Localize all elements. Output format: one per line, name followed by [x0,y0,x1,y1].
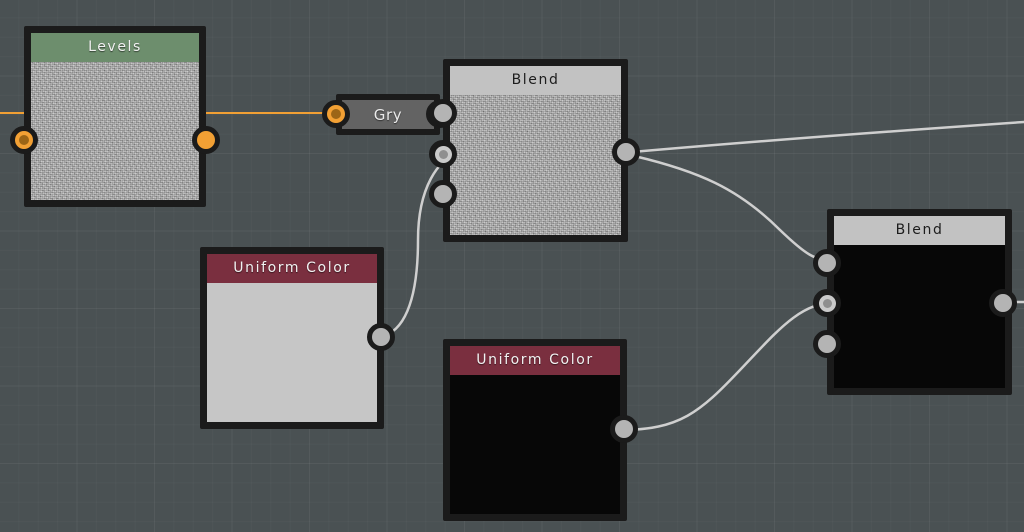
port-levels-output[interactable] [192,126,220,154]
node-uniform-color-2-title[interactable]: Uniform Color [450,346,620,375]
node-blend-2-inner: Blend [834,216,1005,388]
node-uniform-color-1-inner: Uniform Color [207,254,377,422]
wire-blend1-to-offscreen[interactable] [619,120,1024,155]
node-uniform-color-2[interactable]: Uniform Color [443,339,638,521]
node-blend-1-title[interactable]: Blend [450,66,621,95]
node-blend-2[interactable]: Blend [813,209,1017,395]
port-blend2-input-2[interactable] [813,289,841,317]
node-uniform-color-2-preview[interactable] [450,375,620,514]
port-blend2-input-1[interactable] [813,249,841,277]
node-uniform-color-1[interactable]: Uniform Color [200,247,395,429]
node-gry-body: Gry [342,100,434,129]
port-uniform2-output[interactable] [610,415,638,443]
port-blend1-output[interactable] [612,138,640,166]
node-uniform-color-2-inner: Uniform Color [450,346,620,514]
node-blend-1-preview[interactable] [450,95,621,235]
node-levels-preview[interactable] [31,62,199,200]
port-gry-input[interactable] [322,100,350,128]
wire-uniform2-to-blend2[interactable] [618,300,839,432]
port-blend1-input-3[interactable] [429,180,457,208]
port-uniform1-output[interactable] [367,323,395,351]
node-gry-title: Gry [373,105,403,124]
node-blend-2-preview[interactable] [834,245,1005,388]
node-levels[interactable]: Levels [10,26,220,207]
port-blend1-input-2[interactable] [429,140,457,168]
node-gry[interactable]: Gry [322,94,454,135]
node-uniform-color-1-title[interactable]: Uniform Color [207,254,377,283]
port-blend2-input-3[interactable] [813,330,841,358]
port-blend2-output[interactable] [989,289,1017,317]
port-levels-input[interactable] [10,126,38,154]
node-blend-1-inner: Blend [450,66,621,235]
node-levels-title[interactable]: Levels [31,33,199,62]
node-blend-1[interactable]: Blend [429,59,640,242]
node-uniform-color-1-preview[interactable] [207,283,377,422]
node-blend-2-title[interactable]: Blend [834,216,1005,245]
node-levels-inner: Levels [31,33,199,200]
wire-blend1-to-blend2[interactable] [619,151,839,264]
port-blend1-input-1[interactable] [429,99,457,127]
